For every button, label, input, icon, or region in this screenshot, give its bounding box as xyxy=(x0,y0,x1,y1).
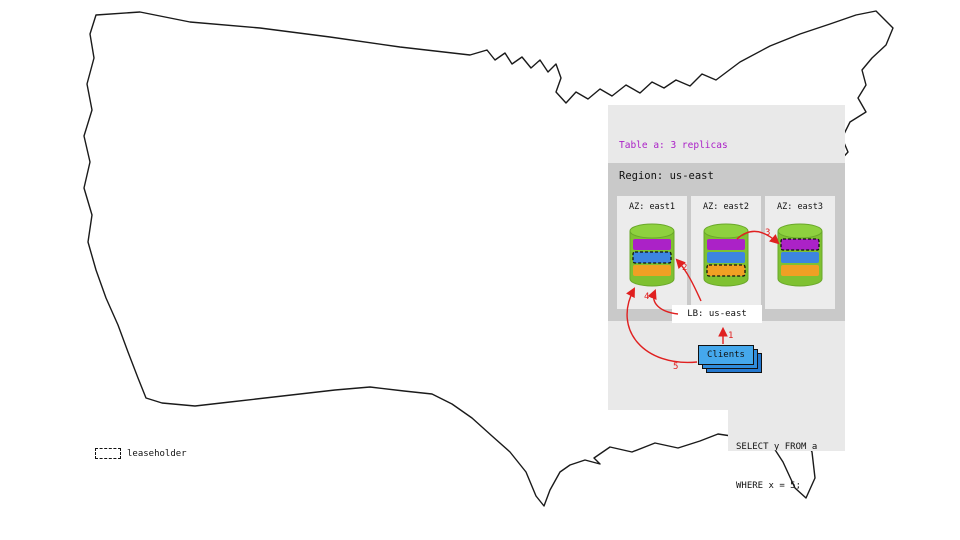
database-icon xyxy=(703,223,749,287)
arrow-label-4: 4 xyxy=(644,292,650,302)
replica-stripe-index-a xyxy=(707,252,745,263)
arrow-label-5: 5 xyxy=(673,362,679,372)
az-label-east1: AZ: east1 xyxy=(628,202,676,212)
replica-stripe-table-b-leaseholder xyxy=(706,264,746,277)
az-label-east2: AZ: east2 xyxy=(702,202,750,212)
replica-stripe-table-a-leaseholder xyxy=(780,238,820,251)
replica-stripe-table-b xyxy=(633,265,671,276)
az-box-east3: AZ: east3 xyxy=(765,196,835,309)
replica-stripe-table-a xyxy=(707,239,745,250)
replica-stripe-table-b xyxy=(781,265,819,276)
clients-box: Clients xyxy=(698,345,754,365)
arrow-label-2: 2 xyxy=(682,263,688,273)
legend-item-table-a: Table a: 3 replicas xyxy=(619,140,728,151)
leaseholder-legend: leaseholder xyxy=(95,448,187,459)
database-icon xyxy=(777,223,823,287)
az-label-east3: AZ: east3 xyxy=(776,202,824,212)
replica-stripe-index-a-leaseholder xyxy=(632,251,672,264)
arrow-label-1: 1 xyxy=(728,331,734,341)
leaseholder-icon xyxy=(95,448,121,459)
sql-line-1: SELECT y FROM a xyxy=(736,442,818,452)
replica-stripe-table-a xyxy=(633,239,671,250)
arrow-label-3: 3 xyxy=(765,228,771,238)
database-icon xyxy=(629,223,675,287)
load-balancer-box: LB: us-east xyxy=(672,305,762,323)
az-box-east1: AZ: east1 xyxy=(617,196,687,309)
clients-stack: Clients xyxy=(698,345,764,375)
sql-line-2: WHERE x = 5; xyxy=(736,481,802,491)
sql-query-box: SELECT y FROM a WHERE x = 5; xyxy=(728,407,845,491)
leaseholder-label: leaseholder xyxy=(127,448,187,459)
az-box-east2: AZ: east2 xyxy=(691,196,761,309)
replica-stripe-index-a xyxy=(781,252,819,263)
region-title: Region: us-east xyxy=(619,170,714,182)
